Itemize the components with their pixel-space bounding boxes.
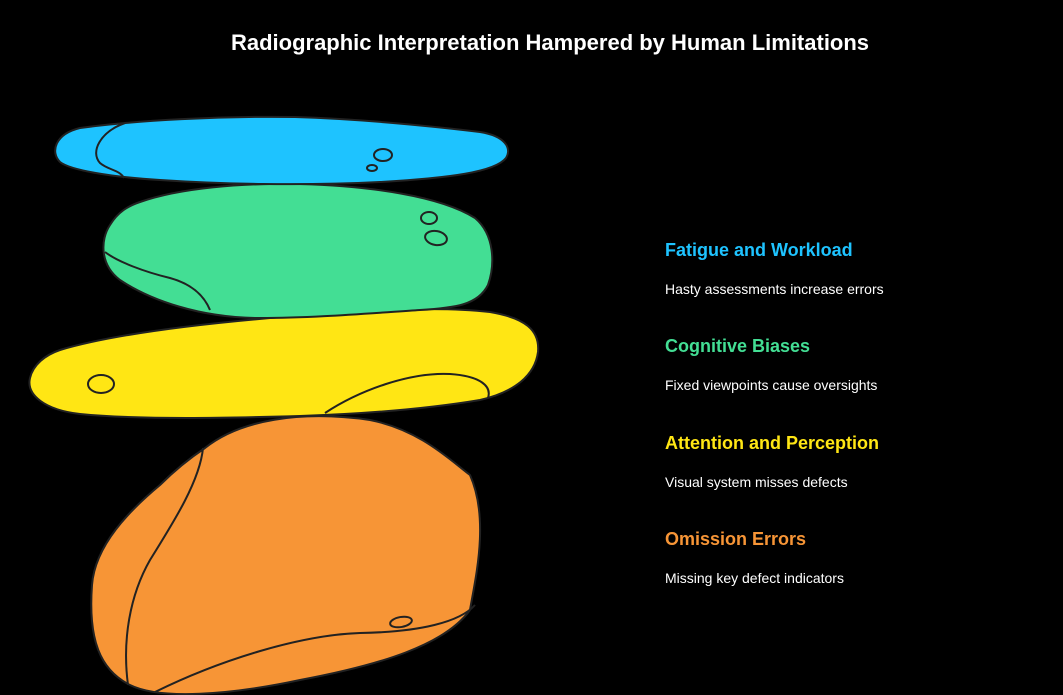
- item-title: Cognitive Biases: [665, 336, 811, 356]
- item-description: Fixed viewpoints cause oversights: [665, 377, 878, 393]
- stone-omission-errors: [90, 415, 482, 695]
- item-description: Visual system misses defects: [665, 474, 848, 490]
- legend-item-fatigue-workload: Fatigue and Workload Hasty assessments i…: [665, 239, 1055, 298]
- stone-attention-perception: [28, 308, 540, 419]
- item-title: Fatigue and Workload: [665, 240, 853, 260]
- item-description: Hasty assessments increase errors: [665, 281, 884, 297]
- stone-fatigue-workload: [54, 115, 509, 186]
- stone-cognitive-biases: [102, 182, 494, 320]
- item-title: Omission Errors: [665, 529, 807, 549]
- item-title: Attention and Perception: [665, 433, 880, 453]
- page-title: Radiographic Interpretation Hampered by …: [230, 30, 870, 55]
- legend-item-attention-perception: Attention and Perception Visual system m…: [665, 432, 1055, 491]
- item-description: Missing key defect indicators: [665, 570, 844, 586]
- legend-item-omission-errors: Omission Errors Missing key defect indic…: [665, 528, 1055, 587]
- legend-item-cognitive-biases: Cognitive Biases Fixed viewpoints cause …: [665, 335, 1055, 394]
